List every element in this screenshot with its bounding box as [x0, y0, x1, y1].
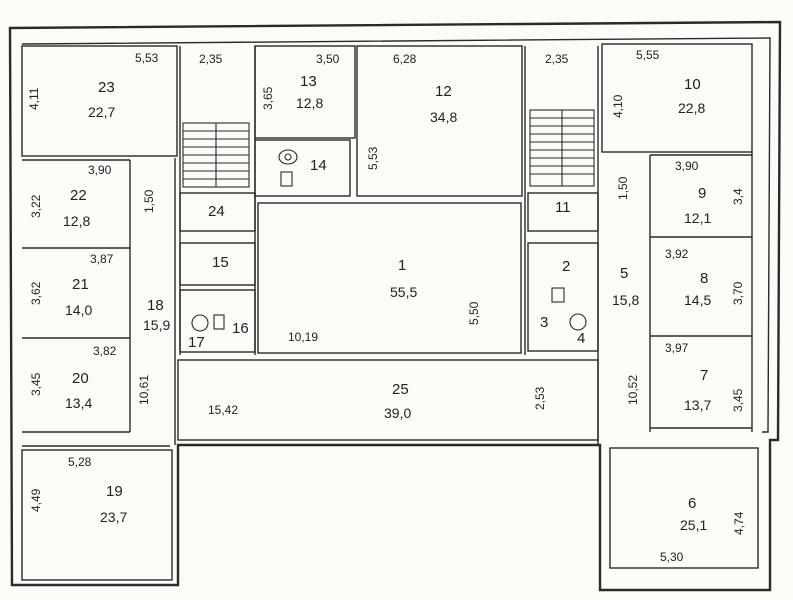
room-labels: 23 22,7 22 12,8 21 14,0 20 13,4 19 23,7 … [63, 73, 711, 533]
dim-label: 3,22 [29, 194, 43, 218]
room-5-area: 15,8 [612, 292, 639, 308]
dim-label: 3,90 [675, 159, 699, 173]
room-19-number: 19 [106, 483, 123, 500]
room-10-area: 22,8 [678, 100, 705, 116]
room-21-number: 21 [72, 276, 89, 293]
room-9-number: 9 [698, 185, 706, 202]
room-20-number: 20 [72, 370, 89, 387]
dim-label: 3,50 [316, 52, 340, 66]
dim-label: 1,50 [616, 176, 630, 200]
room-9-area: 12,1 [684, 210, 711, 226]
stairs-right [529, 109, 595, 187]
dim-label: 5,53 [135, 51, 159, 65]
dim-label: 1,50 [142, 189, 156, 213]
room-1-number: 1 [398, 257, 406, 274]
dim-label: 5,30 [660, 550, 684, 564]
room-24-number: 24 [208, 203, 225, 220]
dim-label: 3,92 [665, 247, 689, 261]
room-4-number: 4 [577, 330, 585, 347]
dim-label: 2,53 [533, 386, 547, 410]
room-8-area: 14,5 [684, 292, 711, 308]
room-22-number: 22 [70, 187, 87, 204]
dim-label: 3,87 [90, 252, 114, 266]
dim-label: 2,35 [199, 52, 223, 66]
room-6-number: 6 [688, 495, 696, 512]
room-25-number: 25 [392, 381, 409, 398]
room-5-number: 5 [620, 265, 628, 282]
dim-label: 10,19 [288, 330, 318, 344]
room-10-number: 10 [684, 76, 701, 93]
room-11-number: 11 [555, 199, 571, 216]
dim-label: 4,11 [27, 87, 41, 110]
dim-label: 10,52 [626, 375, 640, 405]
room-1-area: 55,5 [390, 284, 417, 300]
building-outline [8, 20, 782, 592]
toilet-icons [191, 149, 587, 332]
room-17-number: 17 [188, 334, 205, 351]
dim-label: 5,28 [68, 455, 92, 469]
dim-label: 4,10 [611, 94, 625, 118]
room-2-number: 2 [562, 258, 570, 275]
dim-label: 6,28 [393, 52, 417, 66]
dim-label: 3,4 [731, 188, 745, 205]
room-3-number: 3 [540, 314, 548, 331]
room-6-area: 25,1 [680, 517, 707, 533]
dim-label: 3,97 [665, 341, 689, 355]
dimension-labels: 5,53 2,35 3,50 6,28 2,35 5,55 4,11 3,65 … [27, 48, 746, 564]
dim-label: 3,90 [88, 163, 112, 177]
room-14-number: 14 [310, 157, 327, 174]
room-23-area: 22,7 [88, 104, 115, 120]
dim-label: 3,62 [29, 281, 43, 305]
dim-label: 3,45 [29, 372, 43, 396]
room-15-number: 15 [212, 254, 229, 271]
left-wing-walls [21, 45, 178, 581]
dim-label: 4,74 [732, 511, 746, 535]
dim-label: 3,70 [731, 281, 745, 305]
room-12-area: 34,8 [430, 109, 457, 125]
stairs-left [182, 122, 250, 188]
room-23-number: 23 [98, 79, 115, 96]
center-walls [177, 45, 599, 445]
dim-label: 15,42 [208, 403, 238, 417]
dim-label: 3,82 [93, 344, 117, 358]
room-12-number: 12 [435, 83, 452, 100]
room-18-area: 15,9 [143, 317, 170, 333]
room-18-number: 18 [147, 297, 164, 314]
dim-label: 2,35 [545, 52, 569, 66]
dim-label: 5,55 [636, 48, 660, 62]
room-13-area: 12,8 [296, 95, 323, 111]
dim-label: 3,65 [261, 86, 275, 110]
room-20-area: 13,4 [65, 395, 92, 411]
dim-label: 3,45 [731, 388, 745, 412]
room-25-area: 39,0 [384, 405, 411, 421]
dim-label: 4,49 [29, 488, 43, 512]
dim-label: 10,61 [137, 375, 151, 405]
room-21-area: 14,0 [65, 302, 92, 318]
room-7-area: 13,7 [684, 397, 711, 413]
dim-label: 5,53 [366, 146, 380, 170]
room-8-number: 8 [700, 270, 708, 287]
room-16-number: 16 [232, 320, 249, 337]
room-13-number: 13 [300, 73, 317, 90]
dim-label: 5,50 [467, 301, 481, 325]
right-wing-walls [601, 43, 759, 569]
room-19-area: 23,7 [100, 509, 127, 525]
room-22-area: 12,8 [63, 213, 90, 229]
room-7-number: 7 [700, 367, 708, 384]
